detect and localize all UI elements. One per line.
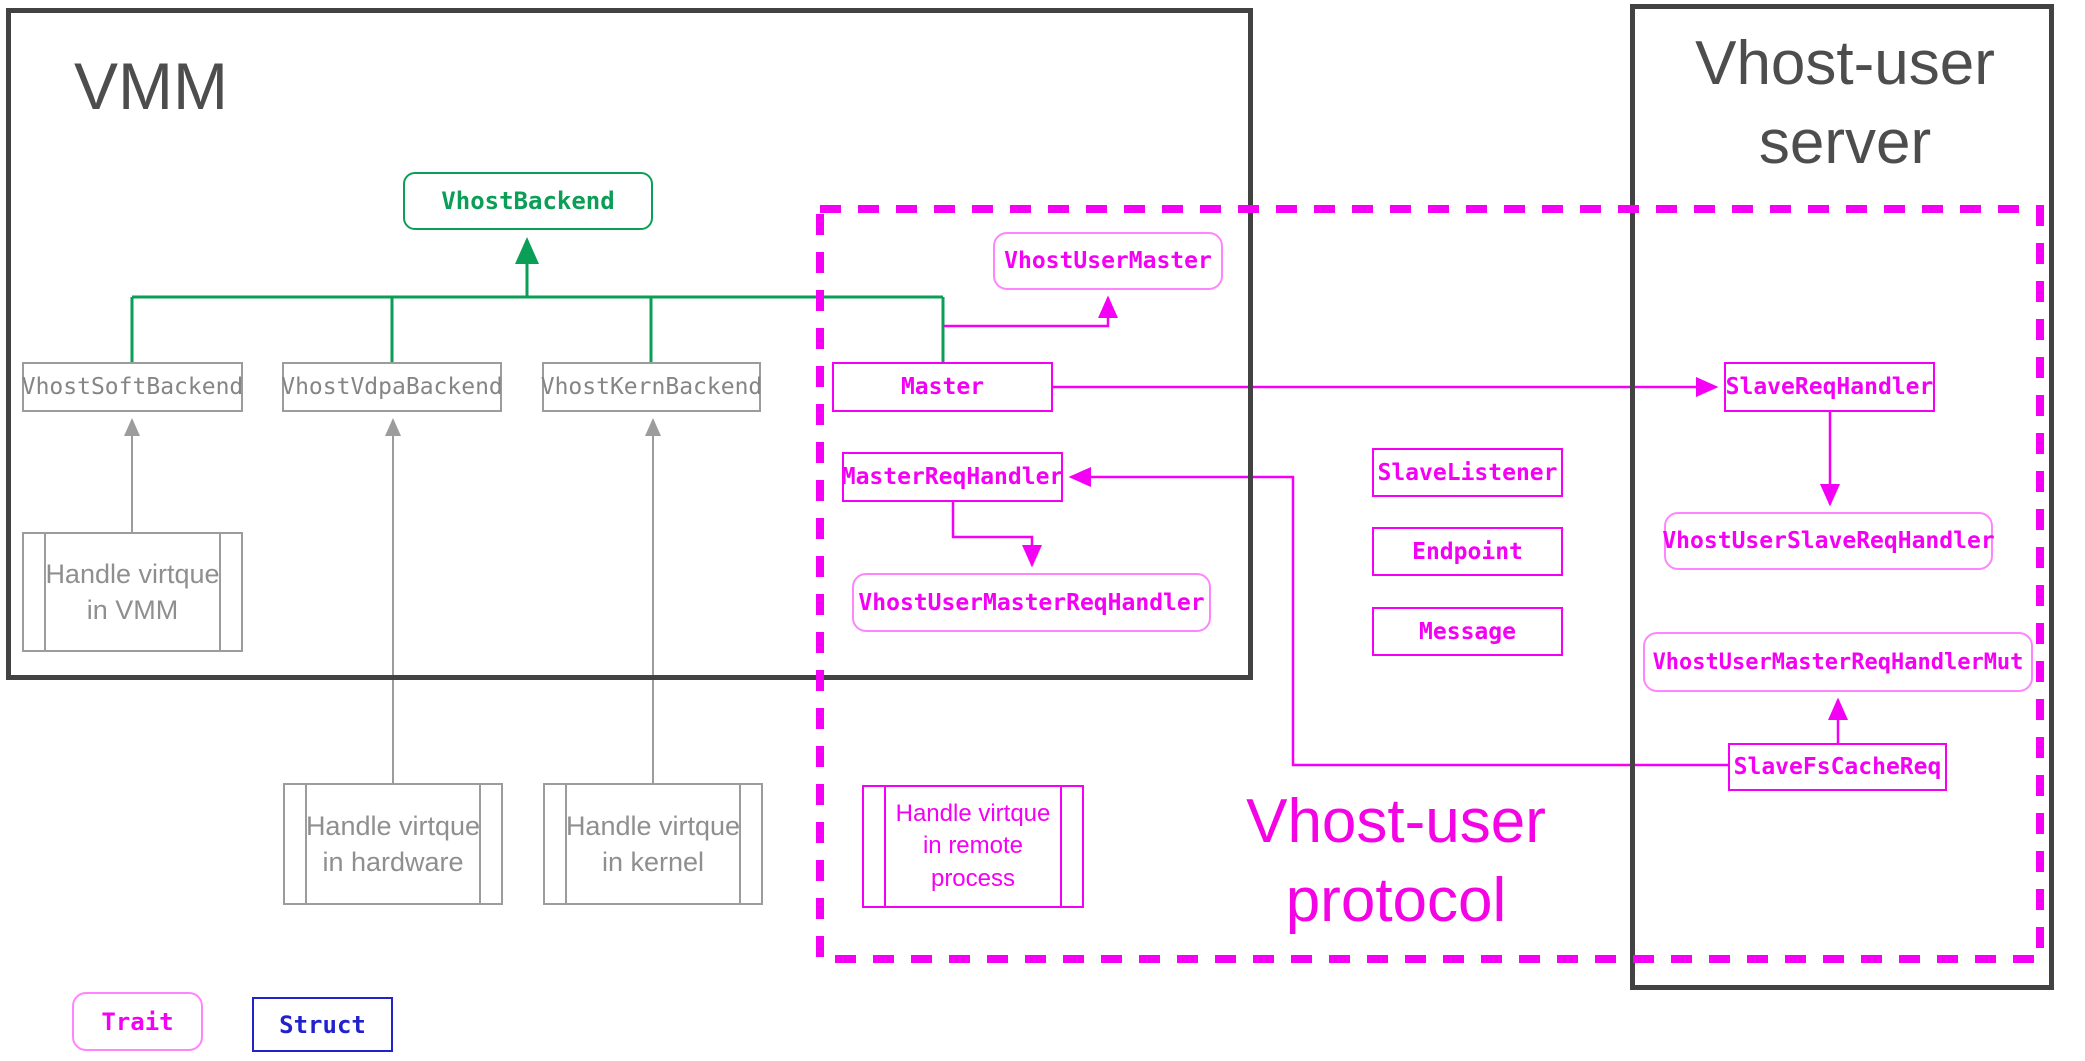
- node-vhost-user-master-req-handler-mut: VhostUserMasterReqHandlerMut: [1643, 632, 2033, 692]
- node-slave-req-handler: SlaveReqHandler: [1724, 362, 1935, 412]
- node-vhost-vdpa-backend: VhostVdpaBackend: [281, 362, 503, 412]
- process-note-handle-virtque-in-remote-process: Handle virtque in remote process: [862, 785, 1084, 908]
- subproc-right-bar: [219, 534, 221, 650]
- server-title-line1: Vhost-user: [1695, 29, 1995, 98]
- note-line: in kernel: [601, 847, 705, 877]
- note-line: process: [930, 864, 1016, 892]
- legend-struct: Struct: [252, 997, 393, 1052]
- subproc-left-bar: [565, 785, 567, 903]
- process-note-handle-virtque-in-kernel: Handle virtque in kernel: [543, 783, 763, 905]
- process-note-handle-virtque-in-hardware: Handle virtque in hardware: [283, 783, 503, 905]
- legend-trait: Trait: [72, 992, 203, 1051]
- note-line: in hardware: [322, 847, 464, 877]
- protocol-title-line1: Vhost-user: [1246, 787, 1546, 856]
- node-vhost-user-slave-req-handler: VhostUserSlaveReqHandler: [1662, 512, 1995, 570]
- node-vhost-user-master-req-handler: VhostUserMasterReqHandler: [852, 573, 1211, 632]
- node-slave-fs-cache-req: SlaveFsCacheReq: [1728, 743, 1947, 791]
- node-message: Message: [1372, 607, 1563, 656]
- subproc-left-bar: [305, 785, 307, 903]
- subproc-right-bar: [739, 785, 741, 903]
- protocol-title-line2: protocol: [1285, 866, 1507, 936]
- node-master-req-handler: MasterReqHandler: [842, 452, 1063, 502]
- subproc-left-bar: [44, 534, 46, 650]
- note-line: in VMM: [86, 595, 179, 625]
- note-line: Handle virtque: [565, 810, 741, 841]
- note-line: in remote: [922, 832, 1024, 860]
- node-master: Master: [832, 362, 1053, 412]
- node-endpoint: Endpoint: [1372, 527, 1563, 576]
- node-vhost-soft-backend: VhostSoftBackend: [22, 362, 243, 412]
- vmm-title: VMM: [74, 49, 228, 123]
- server-title: Vhost-user server: [1650, 24, 2040, 183]
- note-line: Handle virtque: [45, 558, 220, 589]
- node-vhost-kern-backend: VhostKernBackend: [541, 362, 762, 412]
- subproc-right-bar: [1060, 787, 1062, 906]
- process-note-handle-virtque-in-vmm: Handle virtque in VMM: [22, 532, 243, 652]
- node-vhost-user-master: VhostUserMaster: [993, 232, 1223, 290]
- subproc-left-bar: [884, 787, 886, 906]
- node-vhost-backend: VhostBackend: [403, 172, 653, 230]
- note-line: Handle virtque: [305, 810, 481, 841]
- server-title-line2: server: [1758, 108, 1932, 178]
- protocol-title: Vhost-user protocol: [1196, 782, 1596, 941]
- node-slave-listener: SlaveListener: [1372, 448, 1563, 497]
- subproc-right-bar: [479, 785, 481, 903]
- note-line: Handle virtque: [895, 799, 1051, 827]
